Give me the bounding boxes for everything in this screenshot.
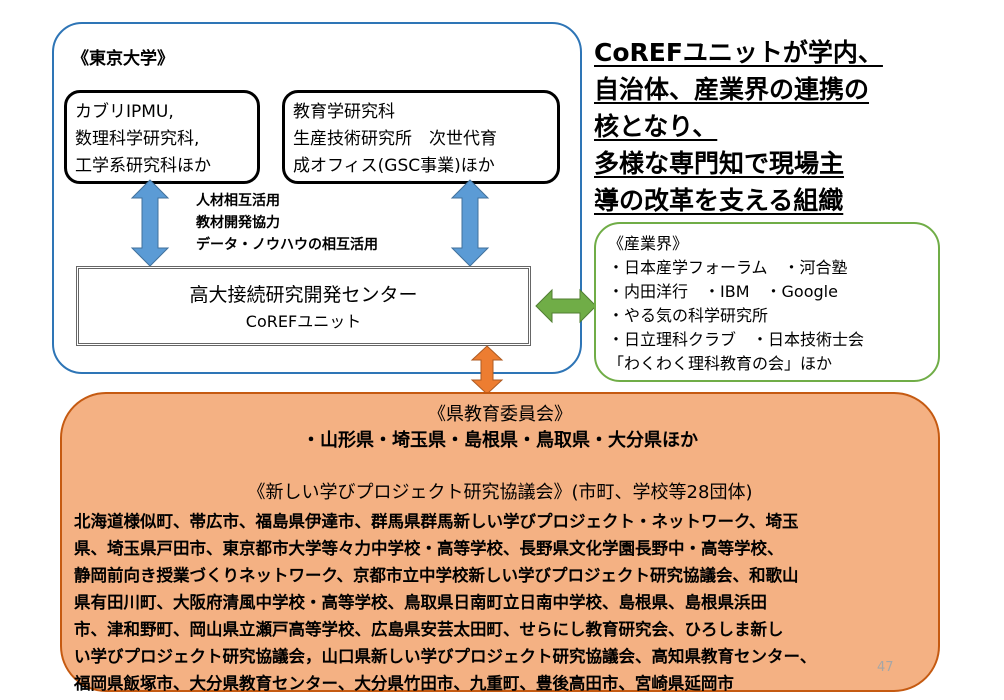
box-education-line: 成オフィス(GSC事業)ほか <box>293 156 495 176</box>
headline-line: 自治体、産業界の連携の <box>594 75 870 104</box>
relation-label: データ・ノウハウの相互活用 <box>196 237 378 253</box>
box-ipmu: カブリIPMU, 数理科学研究科, 工学系研究科ほか <box>64 90 260 184</box>
relation-label: 人材相互活用 <box>196 193 280 209</box>
box-ipmu-line: カブリIPMU, <box>75 102 174 122</box>
industry-box: 《産業界》 ・日本産学フォーラム ・河合塾 ・内田洋行 ・IBM ・Google… <box>594 222 940 382</box>
box-education-line: 生産技術研究所 次世代育 <box>293 129 497 149</box>
page-number: 47 <box>877 660 894 675</box>
orange-double-arrow <box>470 345 504 395</box>
industry-item: ・内田洋行 ・IBM ・Google <box>608 282 838 301</box>
industry-item: ・日立理科クラブ ・日本技術士会 <box>608 330 865 349</box>
box-ipmu-line: 数理科学研究科, <box>75 129 200 149</box>
headline-line: 導の改革を支える組織 <box>594 186 844 215</box>
council-title: 《新しい学びプロジェクト研究協議会》(市町、学校等28団体) <box>247 482 753 503</box>
industry-item: ・やる気の科学研究所 <box>608 306 769 325</box>
headline-line: 多様な専門知で現場主 <box>594 149 845 178</box>
council-member-line: 県有田川町、大阪府清風中学校・高等学校、鳥取県日南町立日南中学校、島根県、島根県… <box>74 593 767 612</box>
council-members: 北海道様似町、帯広市、福島県伊達市、群馬県群馬新しい学びプロジェクト・ネットワー… <box>74 508 926 697</box>
industry-item: ・日本産学フォーラム ・河合塾 <box>608 258 848 277</box>
prefecture-list: ・山形県・埼玉県・島根県・鳥取県・大分県ほか <box>302 430 698 451</box>
blue-double-arrow-left <box>130 179 170 267</box>
box-education: 教育学研究科 生産技術研究所 次世代育 成オフィス(GSC事業)ほか <box>282 90 560 184</box>
council-member-line: 静岡前向き授業づくりネットワーク、京都市立中学校新しい学びプロジェクト研究協議会… <box>74 566 799 585</box>
relation-label: 教材開発協力 <box>196 215 280 231</box>
prefecture-title: 《県教育委員会》 <box>428 404 572 425</box>
center-name: 高大接続研究開発センター <box>189 284 418 306</box>
headline-line: CoREFユニットが学内、 <box>594 38 883 67</box>
university-title: 《東京大学》 <box>72 49 174 69</box>
prefecture-box <box>60 392 940 692</box>
council-member-line: 県、埼玉県戸田市、東京都市大学等々力中学校・高等学校、長野県文化学園長野中・高等… <box>74 539 784 558</box>
council-member-line: 北海道様似町、帯広市、福島県伊達市、群馬県群馬新しい学びプロジェクト・ネットワー… <box>74 512 799 531</box>
center-box: 高大接続研究開発センター CoREFユニット <box>76 266 531 346</box>
box-ipmu-line: 工学系研究科ほか <box>75 156 211 176</box>
industry-item: 「わくわく理科教育の会」ほか <box>608 354 833 373</box>
headline-line: 核となり、 <box>594 112 718 141</box>
council-member-line: 市、津和野町、岡山県立瀬戸高等学校、広島県安芸太田町、せらにし教育研究会、ひろし… <box>74 620 784 639</box>
center-unit: CoREFユニット <box>245 312 362 331</box>
headline: CoREFユニットが学内、 自治体、産業界の連携の 核となり、 多様な専門知で現… <box>594 34 883 219</box>
box-education-line: 教育学研究科 <box>293 102 395 122</box>
council-member-line: い学びプロジェクト研究協議会，山口県新しい学びプロジェクト研究協議会、高知県教育… <box>74 647 817 666</box>
council-member-line: 福岡県飯塚市、大分県教育センター、大分県竹田市、九重町、豊後高田市、宮崎県延岡市 <box>74 674 734 693</box>
relation-labels: 人材相互活用 教材開発協力 データ・ノウハウの相互活用 <box>196 190 378 256</box>
blue-double-arrow-right <box>450 179 490 267</box>
green-double-arrow <box>535 288 597 324</box>
industry-title: 《産業界》 <box>608 234 689 253</box>
